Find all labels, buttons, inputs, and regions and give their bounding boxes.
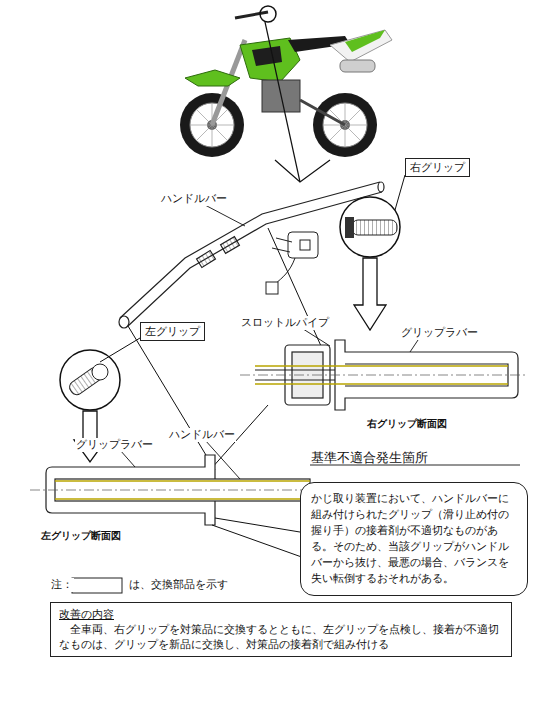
- hollow-arrow: [354, 258, 386, 330]
- note-text: は、交換部品を示す: [128, 578, 229, 592]
- left-grip-section: [30, 455, 320, 525]
- motorcycle-photo: [180, 6, 392, 157]
- left-grip-magnifier: [60, 338, 140, 410]
- defect-box: 基準不適合発生箇所かじ取り装置において、ハンドルバーに組み付けられたグリップ（滑…: [300, 482, 528, 596]
- figure-caption: 右グリップ断面図: [366, 418, 448, 431]
- part-name: グリップラバー: [75, 438, 154, 452]
- part-name: グリップラバー: [400, 326, 479, 340]
- hollow-arrow: [74, 411, 106, 462]
- callout-tag: 右グリップ: [405, 158, 470, 177]
- figure-caption: 左グリップ断面図: [40, 530, 122, 543]
- part-name: ハンドルバー: [168, 428, 236, 442]
- callout-tag: 左グリップ: [140, 322, 205, 341]
- part-name: スロットルパイプ: [240, 316, 330, 330]
- heading: 基準不適合発生箇所: [311, 449, 428, 467]
- part-name: ハンドルバー: [160, 192, 228, 206]
- handlebar-drawing: [119, 182, 384, 328]
- box-text: 左グリップ: [145, 324, 200, 339]
- right-grip-section: [240, 340, 525, 410]
- right-grip-magnifier: [340, 175, 405, 257]
- box-text: 右グリップ: [410, 160, 465, 175]
- box-text: 全車両、右グリップを対策品に交換するとともに、左グリップを点検し、接着が不適切な…: [59, 622, 503, 652]
- heading: 改善の内容: [59, 607, 503, 622]
- note-sample-box: [72, 578, 122, 593]
- box-text: かじ取り装置において、ハンドルバーに組み付けられたグリップ（滑り止め付の握り手）…: [311, 491, 517, 587]
- note-label: 注：: [50, 578, 74, 592]
- remedy-box: 改善の内容全車両、右グリップを対策品に交換するとともに、左グリップを点検し、接着…: [50, 602, 512, 657]
